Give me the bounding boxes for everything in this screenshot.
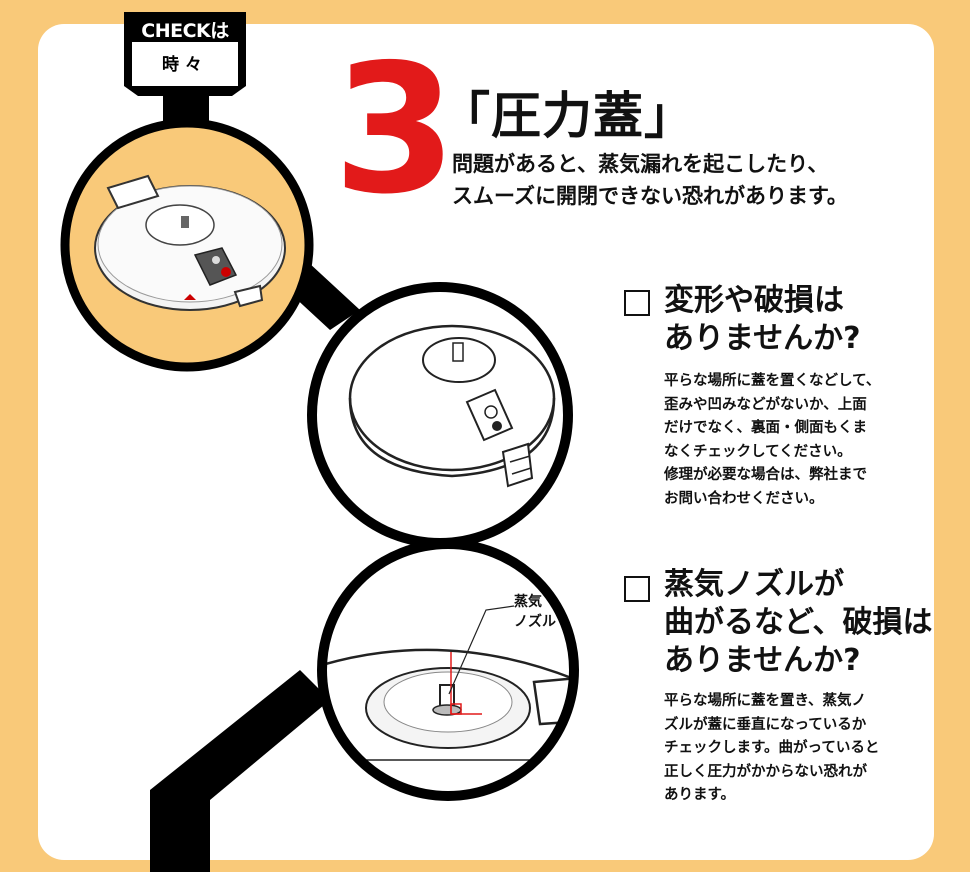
check-body-nozzle: 平らな場所に蓋を置き、蒸気ノ ズルが蓋に垂直になっているか チェックします。曲が… bbox=[664, 693, 880, 803]
nozzle-callout-label: 蒸気 ノズル bbox=[514, 594, 556, 630]
check-body-deformation: 平らな場所に蓋を置くなどして、 歪みや凹みなどがないか、上面 だけでなく、裏面・… bbox=[664, 373, 881, 507]
step-number: 3 bbox=[333, 26, 457, 233]
badge-label: CHECKは bbox=[141, 20, 229, 42]
nozzle-closeup-circle bbox=[317, 539, 579, 801]
checkbox-deformation[interactable] bbox=[624, 290, 650, 316]
check-heading-nozzle: 蒸気ノズルが 曲がるなど、破損は ありませんか? bbox=[664, 567, 933, 678]
check-badge-shape bbox=[124, 12, 246, 96]
check-heading-deformation: 変形や破損は ありませんか? bbox=[664, 283, 861, 356]
badge-frequency: 時々 bbox=[162, 55, 208, 75]
intro-text: 問題があると、蒸気漏れを起こしたり、 スムーズに開閉できない恐れがあります。 bbox=[452, 152, 848, 208]
lid-diagram-circle bbox=[307, 282, 573, 548]
page-title: 「圧力蓋」 bbox=[440, 87, 695, 145]
lid-photo-circle-top bbox=[60, 118, 314, 372]
checkbox-nozzle[interactable] bbox=[624, 576, 650, 602]
check-badge: CHECKは 時々 bbox=[124, 12, 246, 92]
